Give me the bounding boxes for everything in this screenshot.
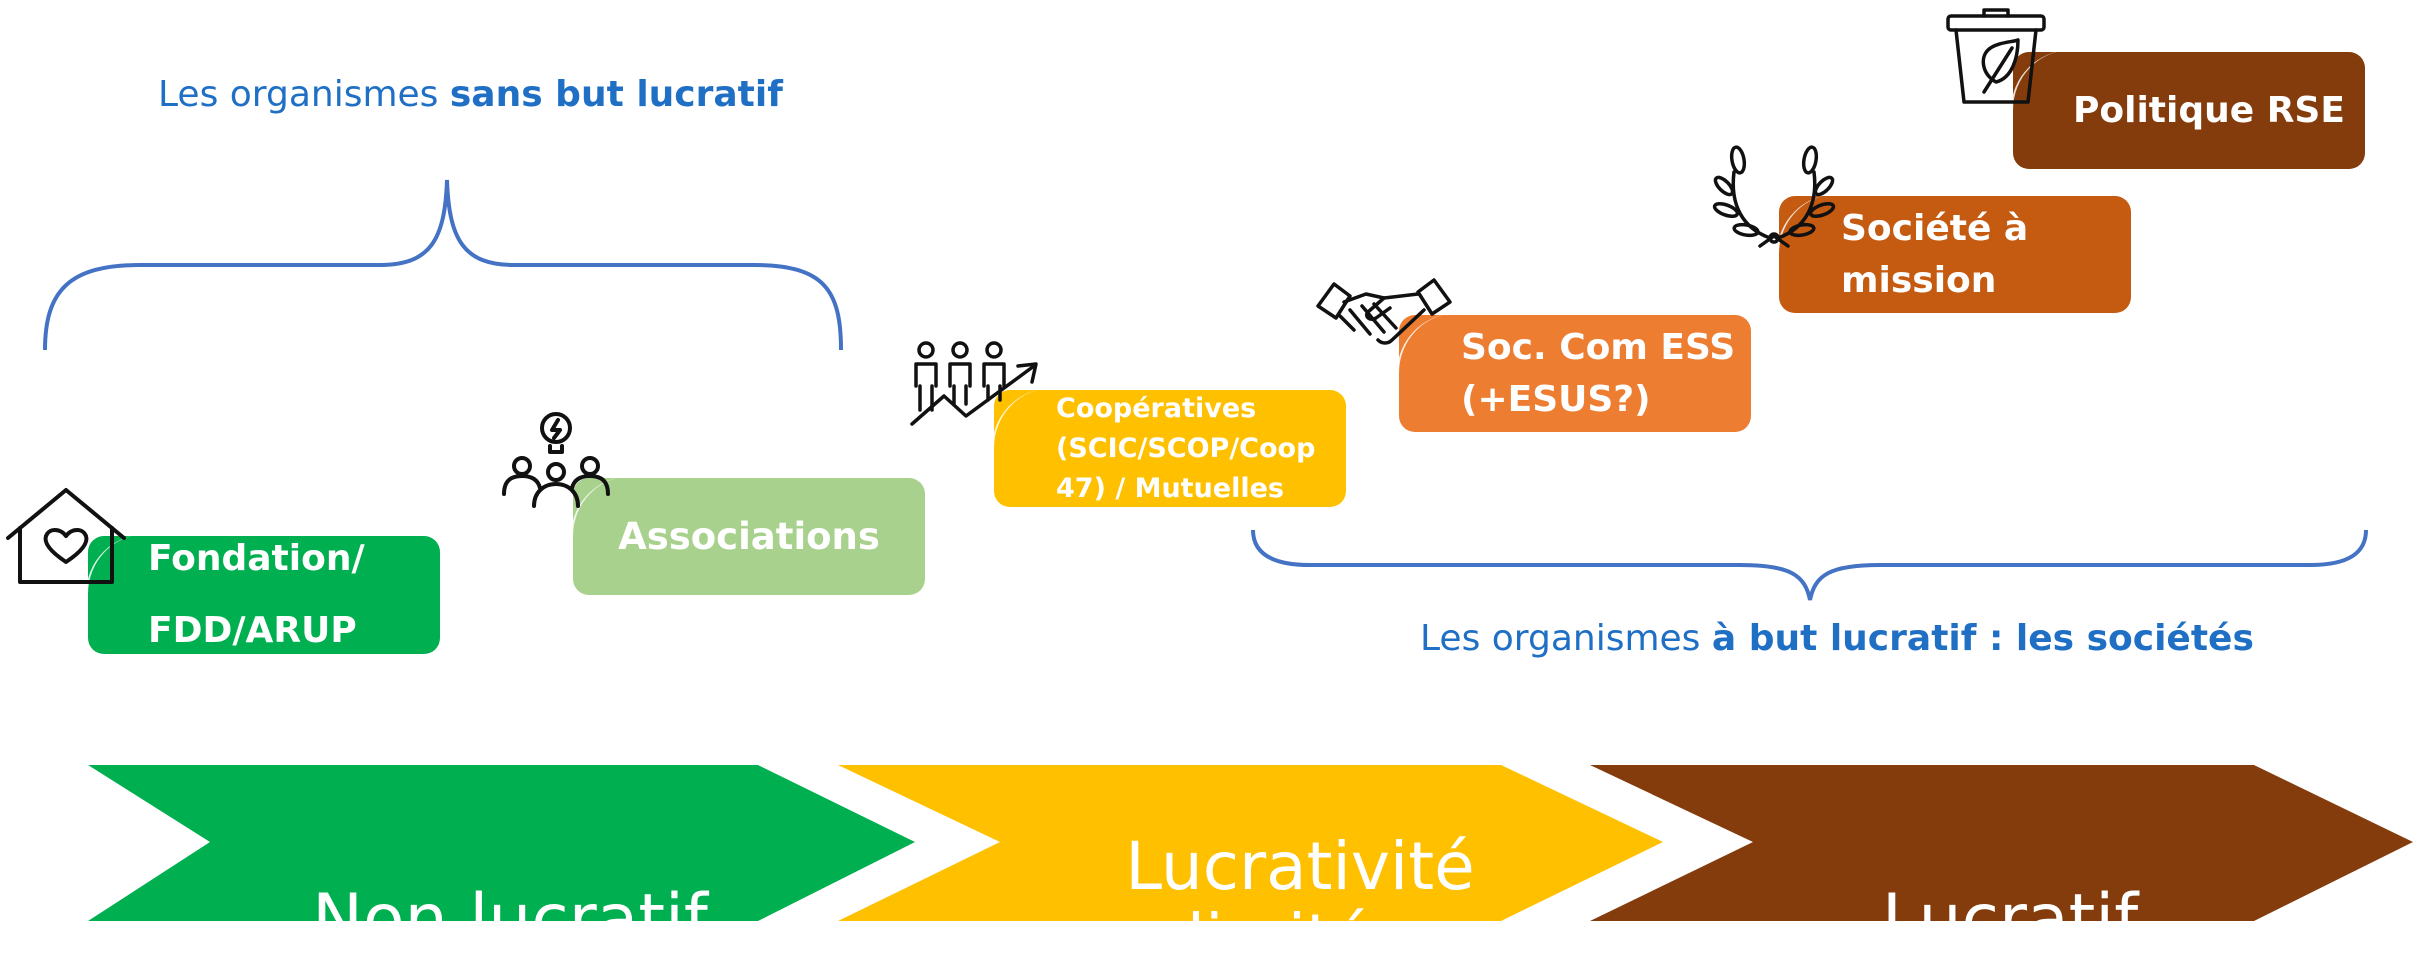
box-cooperatives-label: Coopératives (SCIC/SCOP/Coop 47) / Mutue…	[1056, 392, 1316, 504]
caption-non-lucratif-bold: sans but lucratif	[449, 74, 783, 115]
house-heart-icon	[6, 488, 126, 584]
chevron-lucratif-label: Lucratif	[1881, 880, 2139, 959]
caption-lucratif-bold: à but lucratif : les sociétés	[1711, 618, 2254, 659]
chevron-non-lucratif-shape	[88, 765, 915, 921]
caption-lucratif: Les organismes à but lucratif : les soci…	[1420, 618, 2254, 659]
box-soc-com-ess: Soc. Com ESS (+ESUS?)	[1397, 313, 1751, 432]
box-associations: Associations	[571, 476, 925, 595]
lucrativity-diagram: Les organismes sans but lucratif Les org…	[6, 8, 2413, 921]
brace-bottom-path	[1251, 529, 2368, 601]
laurel-icon	[1712, 145, 1836, 248]
chevron-lucrativite-shape	[838, 765, 1663, 921]
box-associations-label: Associations	[618, 515, 880, 558]
caption-non-lucratif: Les organismes sans but lucratif	[158, 74, 783, 115]
chevron-lucratif-shape	[1590, 765, 2413, 921]
caption-non-lucratif-prefix: Les organismes	[158, 74, 450, 115]
box-societe-mission: Société à mission	[1777, 194, 2131, 313]
box-societe-mission-label: Société à mission	[1841, 207, 2029, 301]
box-soc-com-ess-label: Soc. Com ESS (+ESUS?)	[1461, 326, 1736, 420]
chevron-bar	[88, 765, 2413, 921]
eco-bin-icon	[1946, 8, 2046, 104]
growth-team-icon	[910, 341, 1038, 426]
chevron-non-lucratif-label: Non lucratif	[312, 880, 708, 959]
box-fondation-label: Fondation/ FDD/ARUP	[148, 538, 365, 651]
box-fondation: Fondation/ FDD/ARUP	[86, 534, 440, 654]
people-idea-icon	[502, 412, 610, 508]
brace-non-lucratif	[43, 179, 2368, 601]
brace-top-path	[43, 179, 843, 351]
caption-lucratif-prefix: Les organismes	[1420, 618, 1712, 659]
chevron-lucrativite-limitee: Lucrativité limitée	[990, 760, 1610, 974]
box-cooperatives: Coopératives (SCIC/SCOP/Coop 47) / Mutue…	[992, 388, 1346, 507]
box-politique-rse-label: Politique RSE	[2073, 90, 2345, 131]
handshake-icon	[1316, 278, 1452, 345]
chevron-non-lucratif: Non lucratif	[200, 800, 820, 960]
chevron-lucratif: Lucratif	[1700, 800, 2320, 960]
box-politique-rse: Politique RSE	[2011, 50, 2365, 169]
chevron-lucrativite-label: Lucrativité limitée	[1125, 828, 1475, 977]
